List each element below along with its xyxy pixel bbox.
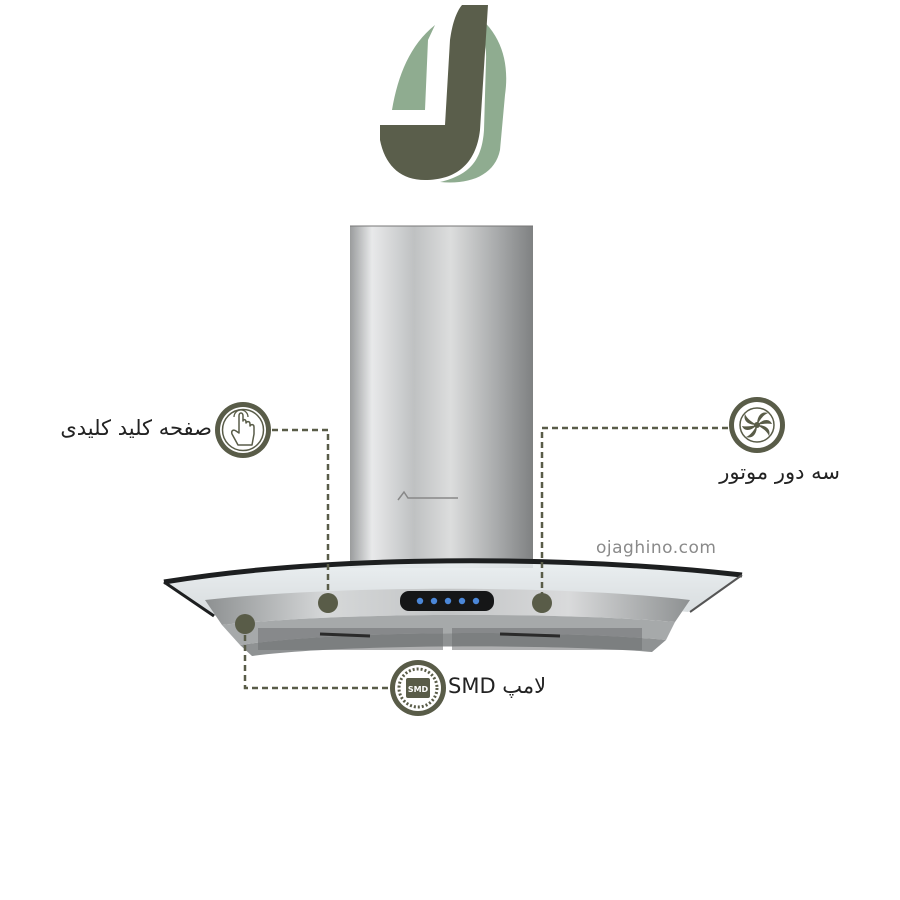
lamp-leader-line — [243, 625, 390, 690]
chimney — [350, 226, 533, 568]
lamp-label: لامپ SMD — [448, 674, 547, 698]
smd-chip-text: SMD — [408, 685, 429, 694]
keypad-marker-dot — [318, 593, 338, 613]
touch-hand-icon — [215, 402, 271, 458]
smd-chip-icon: SMD — [390, 660, 446, 716]
motor-leader-line — [540, 426, 728, 600]
keypad-label: صفحه کلید کلیدی — [60, 416, 212, 440]
motor-label: سه دور موتور — [719, 460, 840, 484]
lamp-marker-dot — [235, 614, 255, 634]
watermark-text: ojaghino.com — [596, 538, 717, 558]
keypad-leader-line — [272, 428, 330, 600]
oja-logo-icon — [380, 5, 507, 183]
fan-icon — [729, 397, 785, 453]
motor-marker-dot — [532, 593, 552, 613]
